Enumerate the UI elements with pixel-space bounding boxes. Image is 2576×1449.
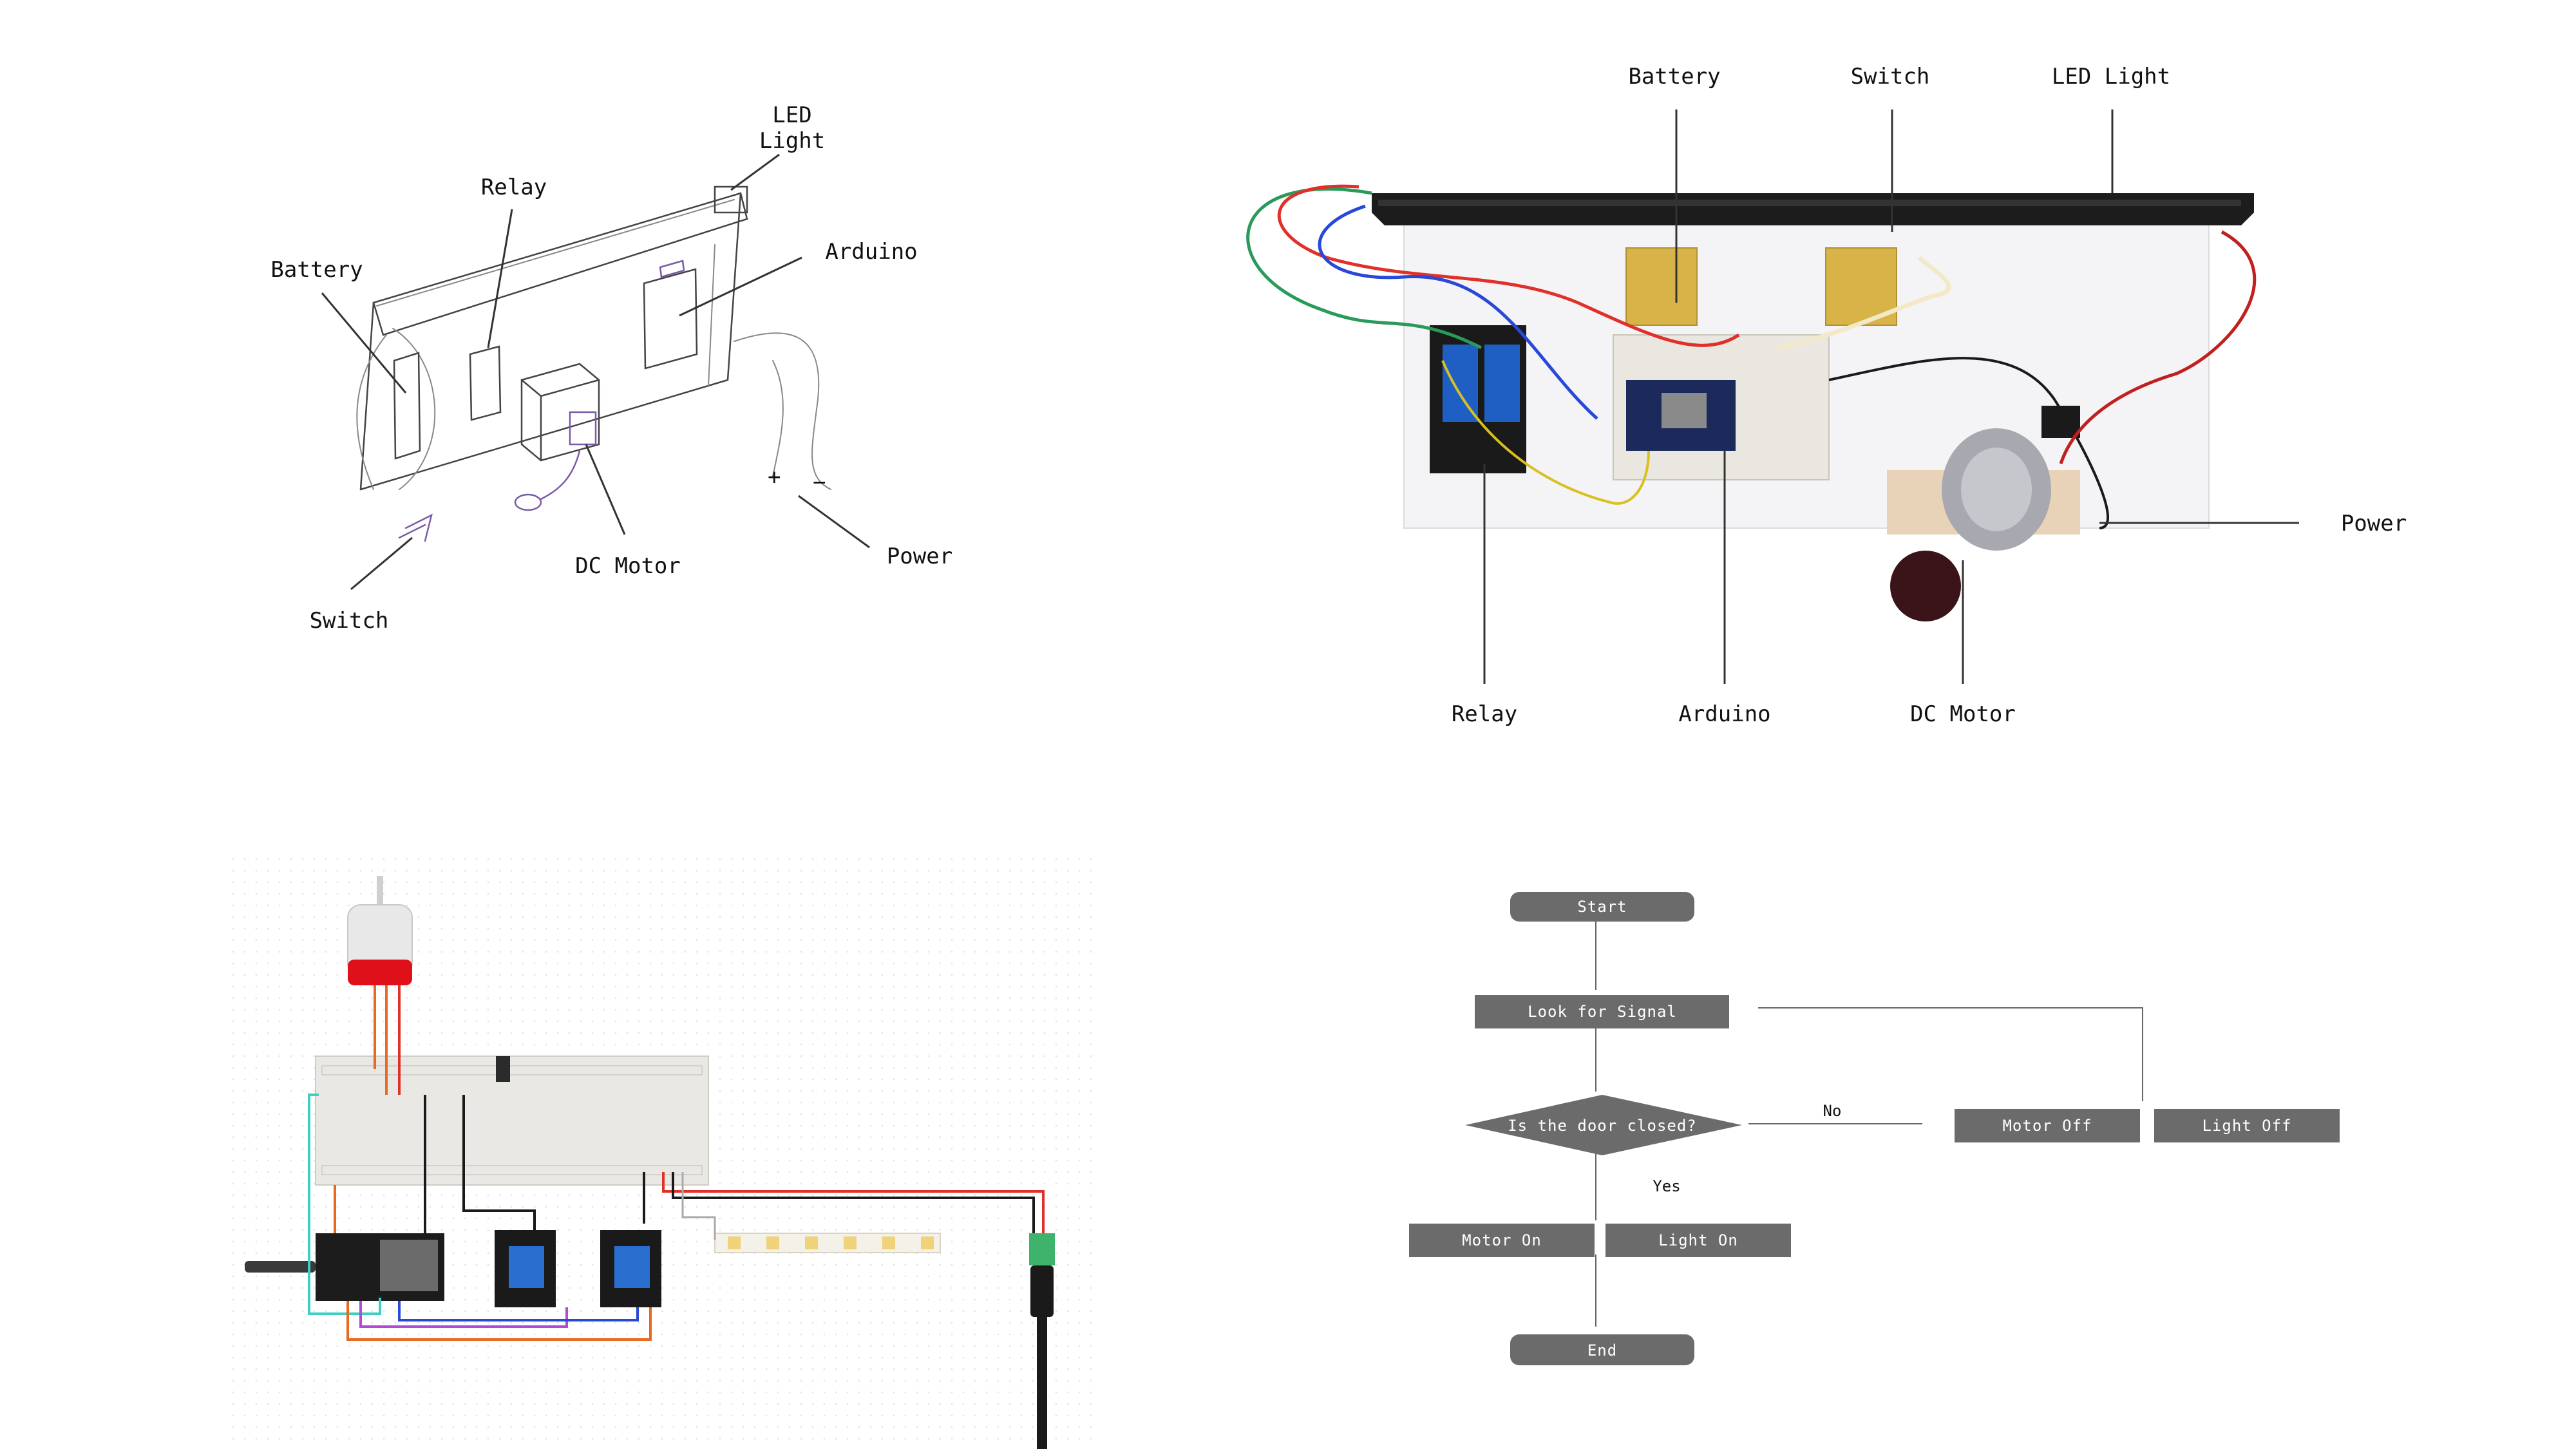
fc-node-light-on-label: Light On [1658,1231,1738,1249]
sketch-label-relay: Relay [481,175,547,200]
fc-edge-label-no: No [1823,1102,1842,1120]
circuit-panel [225,857,1101,1449]
sketch-arduino-leader [679,256,802,317]
fc-node-motor-on-label: Motor On [1462,1231,1542,1249]
circuit-led-strip [714,1233,941,1253]
sketch-label-arduino: Arduino [825,239,917,265]
sketch-label-led: LED [772,102,811,128]
fc-node-look [1475,995,1729,1028]
fc-node-light-off [2154,1109,2340,1142]
photo-label-battery: Battery [1628,64,1720,90]
circuit-relay-1 [495,1230,556,1307]
fc-node-start [1510,892,1694,922]
sketch-power-leader [798,495,870,549]
fc-node-end [1510,1334,1694,1365]
fc-edge-loop [1758,1007,2143,1101]
photo-label-relay: Relay [1452,701,1517,727]
circuit-dc-jack [1029,1233,1055,1449]
sketch-drawing: + − [356,185,831,542]
sketch-panel: + − LED Light Relay Battery Arduino DC M… [270,102,952,634]
circuit-dc-motor [347,876,413,985]
photo-label-switch: Switch [1851,64,1930,90]
fc-node-end-label: End [1587,1341,1617,1359]
svg-text:−: − [813,469,826,495]
svg-text:+: + [768,464,781,490]
circuit-relay-2 [600,1230,661,1307]
fc-node-motor-off-label: Motor Off [2002,1117,2092,1135]
fc-node-light-on [1605,1224,1791,1257]
photo-label-dcmotor: DC Motor [1910,701,2016,727]
sketch-led-leader [730,153,780,191]
flowchart-panel: Start Look for Signal Is the door closed… [1409,892,2340,1365]
circuit-breadboard [315,1056,709,1186]
sketch-battery-leader [321,292,407,393]
fc-node-motor-off [1955,1109,2140,1142]
sketch-relay-leader [487,209,513,348]
sketch-dcmotor-leader [585,444,626,535]
fc-node-start-label: Start [1577,898,1627,916]
sketch-label-switch: Switch [310,608,389,634]
sketch-label-dcmotor: DC Motor [575,553,681,579]
fc-node-decision [1465,1095,1742,1155]
fc-edge-label-yes: Yes [1653,1177,1680,1195]
circuit-esp32 [245,1233,444,1301]
fc-node-light-off-label: Light Off [2202,1117,2291,1135]
fc-node-look-label: Look for Signal [1528,1003,1677,1021]
fc-node-motor-on [1409,1224,1595,1257]
sketch-label-power: Power [887,544,952,569]
sketch-label-light: Light [759,128,825,154]
photo-label-arduino: Arduino [1678,701,1770,727]
photo-drawing [1246,184,2257,621]
photo-label-power: Power [2341,511,2407,536]
sketch-switch-leader [350,536,413,591]
photo-panel: Battery Switch LED Light Power Relay Ard… [1246,64,2407,727]
fc-node-decision-label: Is the door closed? [1508,1117,1697,1135]
photo-label-led: LED Light [2052,64,2170,90]
sketch-label-battery: Battery [270,257,363,283]
